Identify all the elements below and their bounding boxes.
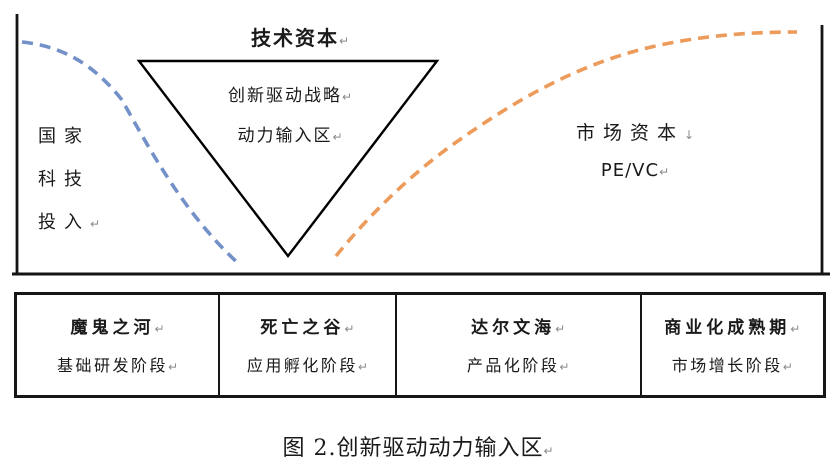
stage-name: 死亡之谷↵	[260, 317, 354, 340]
plot-area	[12, 14, 830, 276]
left-axis-label-line1: 国家	[38, 124, 100, 150]
stage-name: 魔鬼之河↵	[71, 317, 165, 340]
stage-name-text: 商业化成熟期	[664, 318, 791, 338]
figure-top-label: 技术资本↵	[200, 22, 400, 51]
stage-phase-text: 产品化阶段	[466, 356, 560, 375]
left-axis-label-line3: 投入↵	[38, 210, 100, 236]
inverted-triangle-shape	[136, 59, 440, 258]
market-capital-sublabel-text: PE/VC	[600, 160, 660, 181]
market-capital-curve	[334, 30, 798, 258]
stage-phase: 市场增长阶段↵	[672, 356, 793, 377]
stage-name: 商业化成熟期↵	[664, 317, 800, 340]
paragraph-mark: ↵	[168, 360, 179, 374]
left-axis-label-line1-text: 国家	[38, 126, 90, 147]
paragraph-mark: ↵	[659, 165, 670, 179]
left-axis-label-line2: 科技	[38, 167, 100, 193]
paragraph-mark: ↵	[782, 360, 793, 374]
stage-cell-darwinian-sea: 达尔文海↵ 产品化阶段↵	[397, 295, 642, 395]
paragraph-mark: ↵	[344, 322, 355, 336]
market-capital-label: 市场资本↓	[540, 118, 730, 145]
triangle-label-line2: 动力输入区↵	[188, 125, 392, 148]
stage-table: 魔鬼之河↵ 基础研发阶段↵ 死亡之谷↵ 应用孵化阶段↵ 达尔文海↵ 产品化阶段↵…	[14, 292, 826, 398]
stage-phase-text: 基础研发阶段	[57, 356, 169, 375]
stage-phase: 产品化阶段↵	[467, 356, 570, 377]
figure-drawing	[12, 14, 830, 276]
paragraph-mark: ↵	[332, 130, 343, 144]
stage-phase-text: 市场增长阶段	[671, 356, 783, 375]
national-investment-curve	[21, 40, 242, 267]
stage-name-text: 死亡之谷	[260, 318, 345, 338]
stage-phase: 基础研发阶段↵	[57, 356, 178, 377]
stage-name-text: 达尔文海	[471, 318, 556, 338]
stage-name-text: 魔鬼之河	[70, 318, 155, 338]
paragraph-mark: ↵	[357, 360, 368, 374]
triangle-label-line1-text: 创新驱动战略	[227, 86, 342, 106]
paragraph-mark: ↵	[559, 360, 570, 374]
line-break-mark: ↓	[683, 128, 695, 142]
figure-caption: 图 2.创新驱动动力输入区↵	[0, 430, 836, 462]
left-axis-label-line2-text: 科技	[38, 169, 90, 190]
paragraph-mark: ↵	[543, 444, 554, 458]
figure-caption-text: 图 2.创新驱动动力输入区	[282, 436, 544, 461]
stage-cell-devils-river: 魔鬼之河↵ 基础研发阶段↵	[17, 295, 221, 395]
paragraph-mark: ↵	[90, 217, 101, 231]
stage-cell-valley-of-death: 死亡之谷↵ 应用孵化阶段↵	[220, 295, 397, 395]
paragraph-mark: ↵	[338, 34, 350, 48]
stage-name: 达尔文海↵	[471, 317, 565, 340]
left-axis-label-line3-text: 投入	[38, 212, 90, 233]
paragraph-mark: ↵	[555, 322, 566, 336]
market-capital-label-text: 市场资本	[575, 122, 684, 144]
triangle-label-line2-text: 动力输入区	[237, 126, 333, 146]
top-label-text: 技术资本	[250, 26, 339, 50]
paragraph-mark: ↵	[790, 322, 801, 336]
market-capital-sublabel: PE/VC↵	[540, 160, 730, 181]
stage-phase-text: 应用孵化阶段	[246, 356, 358, 375]
stage-cell-commercial-maturity: 商业化成熟期↵ 市场增长阶段↵	[642, 295, 823, 395]
stage-phase: 应用孵化阶段↵	[247, 356, 368, 377]
left-axis-label: 国家 科技 投入↵	[38, 124, 100, 253]
triangle-label-line1: 创新驱动战略↵	[188, 85, 392, 108]
paragraph-mark: ↵	[341, 90, 353, 104]
paragraph-mark: ↵	[154, 322, 165, 336]
